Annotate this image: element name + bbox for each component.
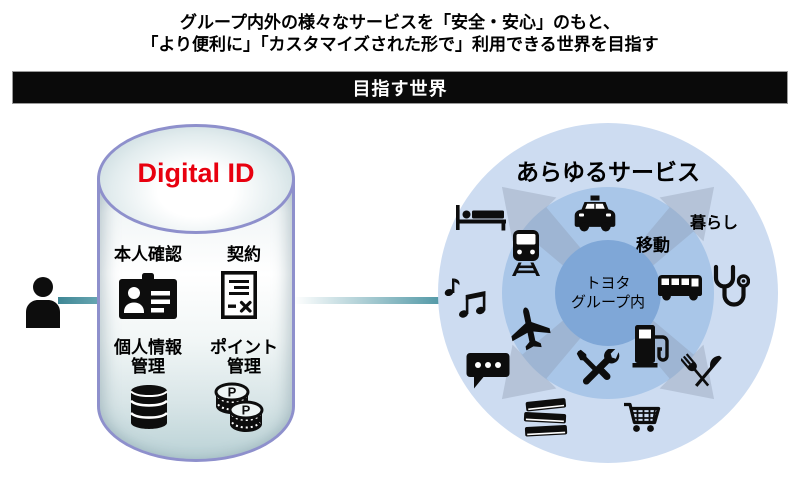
cart-icon [622,397,666,437]
services-diagram: トヨタ グループ内 あらゆるサービス 暮らし 移動 [438,123,778,463]
core-line-2: グループ内 [570,294,646,311]
label-contract: 契約 [227,245,261,264]
music-icon [442,275,488,319]
cylinder-top [97,124,295,234]
tools-icon [576,349,620,385]
label-point-management: ポイント 管理 [210,338,278,376]
chat-icon [466,351,510,391]
stethoscope-icon [710,259,750,315]
services-heading: あらゆるサービス [516,159,700,185]
train-icon [508,229,544,277]
fuel-icon [630,323,674,369]
contract-icon [221,271,257,319]
section-banner: 目指す世界 [12,71,788,104]
svg-text:P: P [242,403,251,418]
label-identity-verification: 本人確認 [114,245,182,264]
cutlery-icon [681,353,723,399]
bus-icon [656,271,704,303]
svg-text:P: P [228,385,237,400]
person-icon [24,276,62,328]
bed-icon [456,203,506,231]
books-icon [521,397,571,439]
area-label-lifestyle: 暮らし [690,215,739,232]
airplane-icon [508,305,552,355]
title-line-1: グループ内外の様々なサービスを「安全・安心」のもと、 [180,13,620,32]
connector-cylinder-to-services [294,297,446,304]
taxi-icon [572,195,618,233]
connector-person-to-cylinder [58,297,102,304]
area-label-mobility: 移動 [636,236,670,255]
title-line-2: 「より便利に」「カスタマイズされた形で」利用できる世界を目指す [141,35,659,54]
id-card-icon [119,273,177,319]
digital-id-heading: Digital ID [137,158,255,188]
banner-label: 目指す世界 [352,78,448,99]
database-icon [129,383,169,431]
core-line-1: トヨタ [585,275,631,292]
page-title: グループ内外の様々なサービスを「安全・安心」のもと、 「より便利に」「カスタマイ… [0,12,800,56]
label-personal-info-management: 個人情報 管理 [114,338,182,376]
